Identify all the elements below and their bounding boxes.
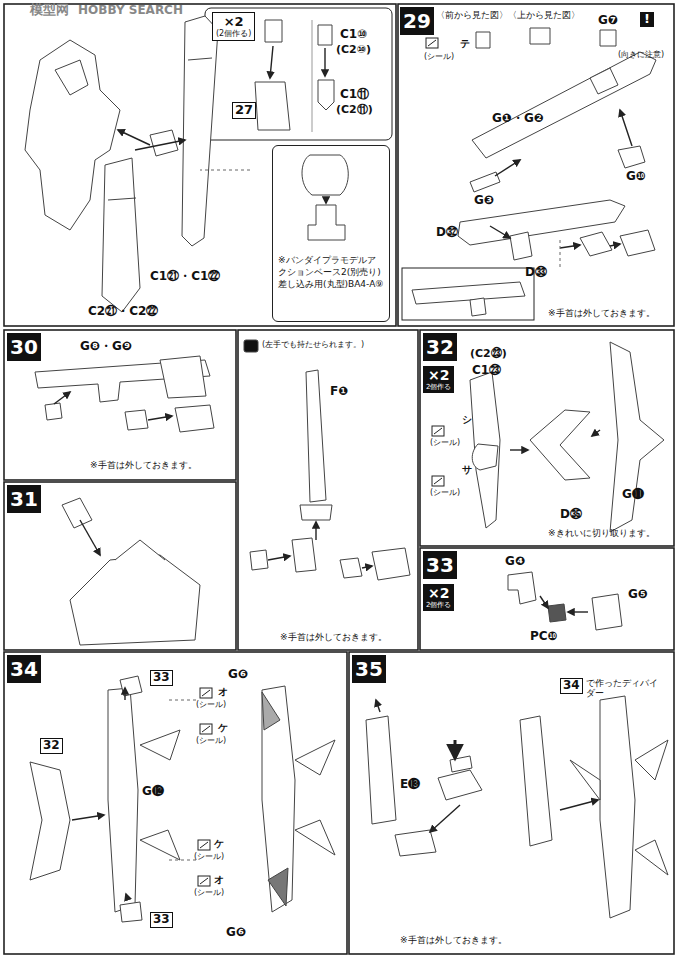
part-label: C1⑩: [340, 28, 367, 42]
node-text: 31: [10, 485, 38, 513]
part-label: G❶・G❷: [492, 112, 544, 126]
part-label: G❹: [505, 555, 525, 569]
panel-frames: [4, 4, 674, 954]
note-text: (シール): [194, 888, 224, 897]
part-label: (C2⑪): [336, 104, 373, 117]
part-label: ケ: [214, 838, 224, 850]
note-text: (シール): [430, 488, 460, 497]
part-label: G❻: [226, 926, 246, 940]
node-text: 33: [426, 551, 454, 579]
node-text: ※バンダイプラモデルアクションベース2(別売り)差し込み用(丸型)BA4-A⑨: [278, 254, 384, 290]
note-text: (シール): [196, 700, 226, 709]
step-number: 34: [7, 655, 41, 683]
part-label: G❼: [598, 14, 618, 28]
node-text: 35: [355, 655, 383, 683]
note-text: (シール): [430, 438, 460, 447]
part-label: オ: [214, 874, 224, 886]
note-text: ※手首は外しておきます。: [280, 632, 387, 642]
node-text: 32: [426, 333, 454, 361]
part-label: (C2㉓): [470, 348, 507, 361]
node-text: ×2: [426, 585, 451, 601]
sticker-icons: [198, 38, 444, 886]
part-label: !: [640, 12, 654, 27]
part-label: G❿: [626, 170, 646, 184]
node-text: 2個作る: [426, 601, 451, 610]
part-label: G❸: [474, 194, 494, 208]
node-text: (2個作る): [216, 29, 251, 39]
part-label: PC❿: [530, 630, 558, 644]
reference-number: 33: [150, 670, 173, 686]
note-text: (シール): [194, 852, 224, 861]
step-number: 33: [423, 551, 457, 579]
part-label: D㉜: [436, 226, 458, 240]
part-label: G❽・G❾: [80, 340, 132, 354]
note-text: (シール): [424, 52, 454, 61]
part-label: G⓬: [142, 785, 164, 799]
note-text: 〈上から見た図〉: [508, 10, 580, 20]
part-label: D㉝: [525, 266, 547, 280]
watermark: 模型网: [30, 3, 69, 18]
node-text: 34: [10, 655, 38, 683]
note-text: ※手首は外しておきます。: [90, 460, 197, 470]
note-text: (向きに注意): [618, 50, 664, 59]
reference-number: 32: [40, 738, 63, 754]
reference-number: 34: [560, 678, 583, 694]
note-text: ※手首は外しておきます。: [400, 935, 507, 945]
part-label: C1㉓: [472, 364, 501, 378]
step-number: 32: [423, 333, 457, 361]
parts-illustration: [25, 16, 668, 922]
part-label: C1⑪: [340, 88, 369, 102]
note-text: で作ったディバイダー: [586, 678, 658, 699]
part-label: F❶: [330, 385, 348, 399]
step-number: 31: [7, 485, 41, 513]
step-number: 35: [352, 655, 386, 683]
watermark: HOBBY SEARCH: [78, 4, 183, 18]
reference-number: 33: [150, 912, 173, 928]
part-label: D㉟: [560, 508, 582, 522]
part-label: シ: [462, 414, 472, 426]
node-text: 30: [10, 333, 38, 361]
note-text: ※きれいに切り取ります。: [548, 528, 655, 538]
note-box: ※バンダイプラモデルアクションベース2(別売り)差し込み用(丸型)BA4-A⑨: [272, 145, 390, 322]
note-text: (シール): [196, 736, 226, 745]
part-label: C2㉑・C2㉒: [88, 305, 158, 319]
part-label: サ: [462, 464, 472, 476]
guide-lines: [168, 170, 560, 860]
node-text: ×2: [216, 14, 251, 29]
part-label: (C2⑩): [336, 44, 371, 57]
note-text: (左手でも持たせられます。): [262, 340, 364, 349]
step-number: 30: [7, 333, 41, 361]
node-text: 29: [403, 7, 431, 35]
part-label: G⓫: [622, 488, 644, 502]
assembly-arrows: [54, 46, 632, 900]
node-text: ×2: [426, 367, 451, 383]
part-label: オ: [218, 686, 228, 698]
count-box: ×2(2個作る): [212, 12, 255, 41]
part-label: ケ: [218, 722, 228, 734]
part-label: G❺: [628, 588, 648, 602]
count-badge: ×22個作る: [423, 584, 454, 611]
note-text: ※手首は外しておきます。: [548, 308, 655, 318]
node-text: 2個作る: [426, 383, 451, 392]
part-label: E⓭: [400, 778, 420, 792]
part-label: G❻: [228, 668, 248, 682]
count-badge: ×22個作る: [423, 366, 454, 393]
note-text: 〈前から見た図〉: [436, 10, 508, 20]
step-number: 29: [400, 7, 434, 35]
part-label: テ: [460, 38, 470, 50]
part-label: C1㉑・C1㉒: [150, 270, 220, 284]
reference-number: 27: [232, 102, 256, 119]
